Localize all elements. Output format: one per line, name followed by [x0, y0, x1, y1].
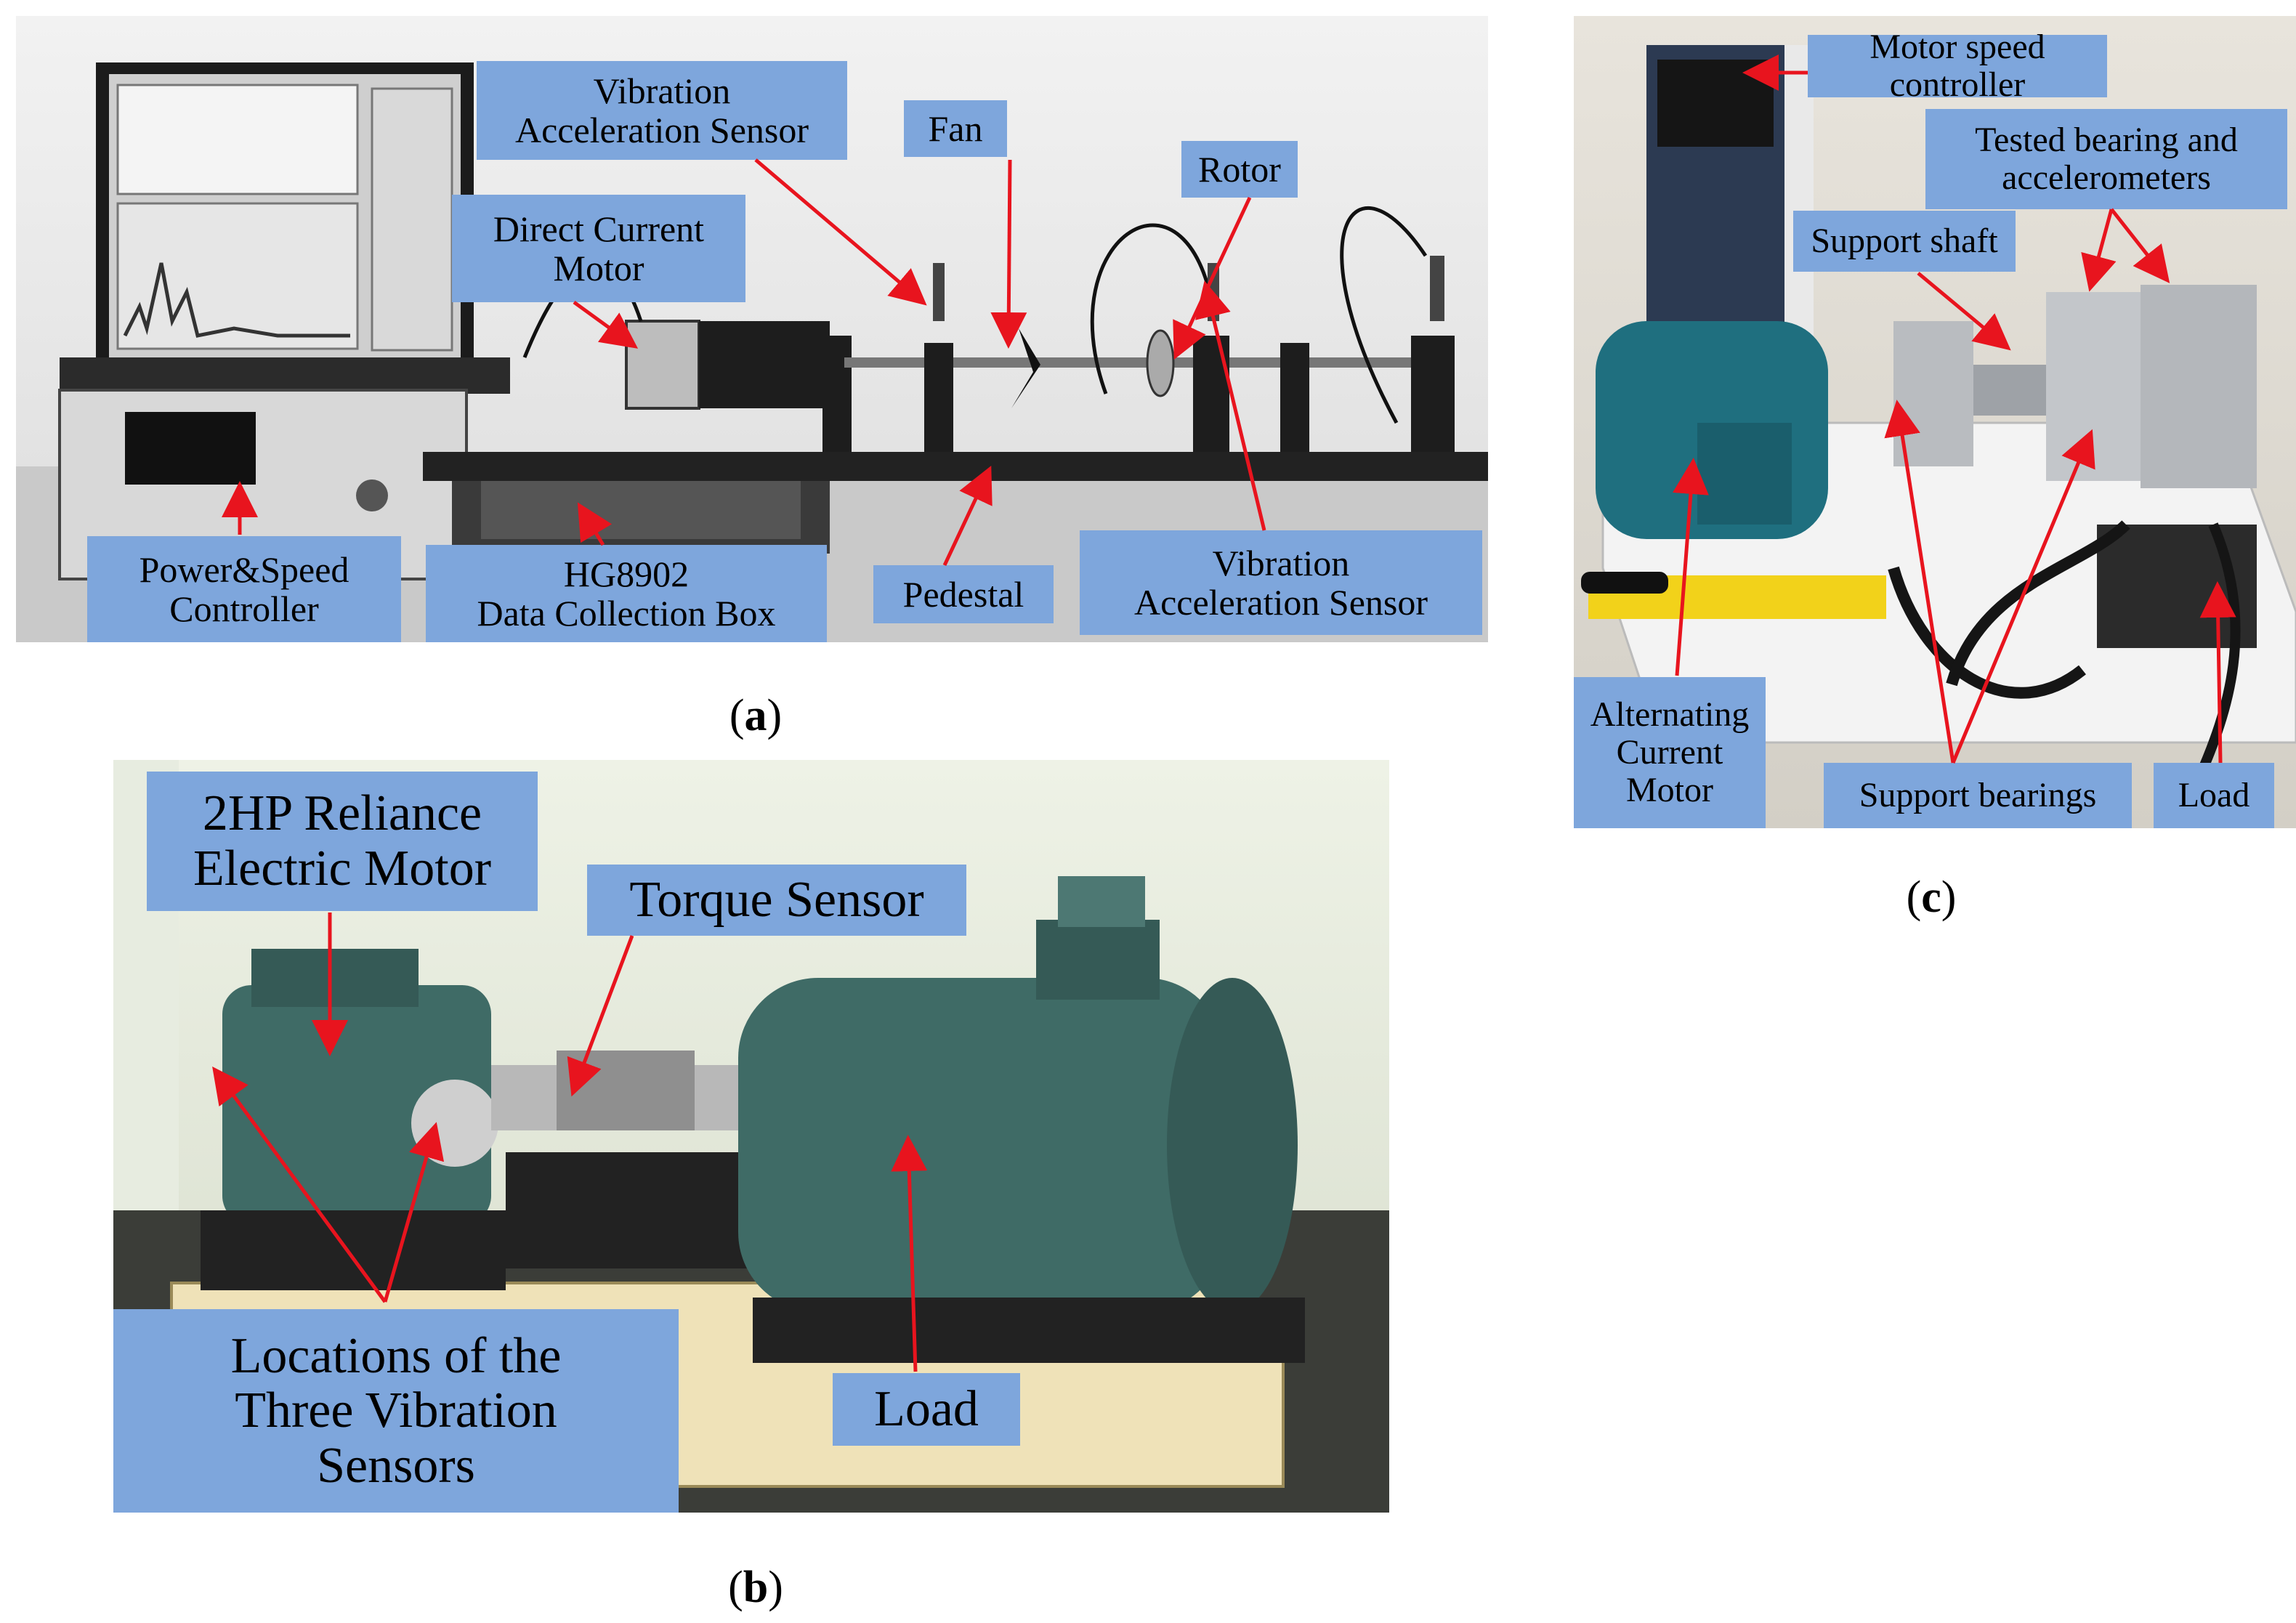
caption-b: (b) — [728, 1563, 783, 1612]
label-torque-sensor: Torque Sensor — [587, 865, 966, 936]
panel-b: 2HP Reliance Electric Motor Torque Senso… — [113, 760, 1389, 1513]
label-vibration-acceleration-sensor-bottom: Vibration Acceleration Sensor — [1080, 530, 1482, 635]
label-tested-bearing-and-accelerometers: Tested bearing and accelerometers — [1925, 109, 2287, 209]
panel-c: Motor speed controller Tested bearing an… — [1574, 16, 2296, 828]
caption-c: (c) — [1906, 873, 1957, 922]
label-vibration-acceleration-sensor-top: Vibration Acceleration Sensor — [477, 61, 847, 160]
label-alternating-current-motor: Alternating Current Motor — [1574, 677, 1766, 828]
label-pedestal: Pedestal — [873, 565, 1054, 623]
caption-a: (a) — [729, 691, 783, 740]
caption-c-letter: c — [1921, 873, 1941, 922]
label-fan: Fan — [904, 100, 1007, 157]
label-support-shaft: Support shaft — [1793, 211, 2016, 272]
caption-a-letter: a — [744, 691, 767, 740]
label-2hp-reliance-electric-motor: 2HP Reliance Electric Motor — [147, 772, 538, 911]
label-support-bearings: Support bearings — [1824, 763, 2132, 828]
label-hg8902-data-collection-box: HG8902 Data Collection Box — [426, 545, 827, 642]
label-load-c: Load — [2154, 763, 2274, 828]
label-rotor: Rotor — [1181, 141, 1298, 198]
panel-a: Vibration Acceleration Sensor Fan Rotor … — [16, 16, 1488, 642]
label-direct-current-motor: Direct Current Motor — [452, 195, 745, 302]
label-power-speed-controller: Power&Speed Controller — [87, 536, 401, 642]
label-motor-speed-controller: Motor speed controller — [1808, 28, 2107, 103]
caption-b-letter: b — [743, 1563, 769, 1612]
label-locations-three-vibration-sensors: Locations of the Three Vibration Sensors — [113, 1309, 679, 1513]
label-load: Load — [833, 1373, 1020, 1446]
